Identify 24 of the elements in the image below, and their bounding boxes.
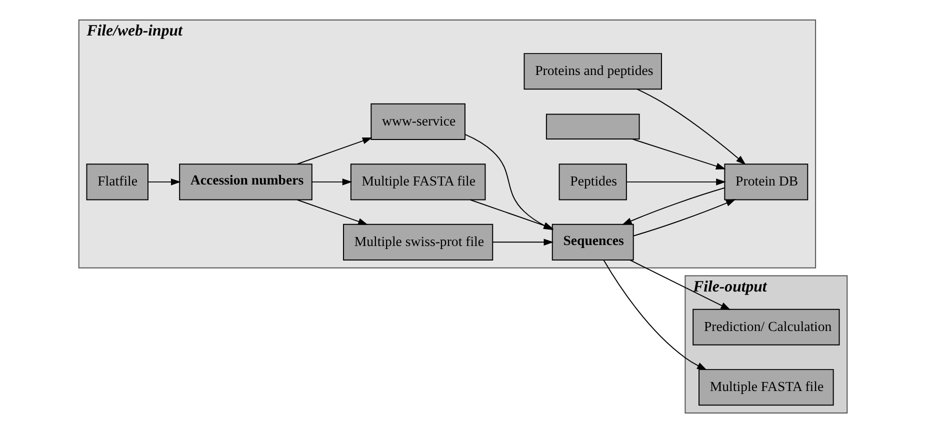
node-box: Flatfile bbox=[86, 164, 148, 200]
arrow bbox=[633, 199, 736, 236]
node-box: www-service bbox=[370, 103, 466, 140]
arrow bbox=[632, 138, 726, 170]
node-box: Accession numbers bbox=[179, 164, 312, 200]
node-box: Proteins and peptides bbox=[524, 53, 662, 90]
node-box: Multiple swiss-prot file bbox=[343, 224, 494, 260]
arrow bbox=[626, 178, 726, 186]
node-box: Multiple FASTA file bbox=[350, 164, 486, 200]
node-box: Protein DB bbox=[724, 164, 808, 200]
arrow bbox=[492, 238, 554, 246]
arrow bbox=[622, 187, 726, 225]
arrow bbox=[312, 178, 352, 186]
node-box: Multiple FASTA file bbox=[698, 369, 834, 406]
arrow bbox=[296, 199, 368, 225]
node-box: Sequences bbox=[552, 224, 634, 260]
node-box bbox=[546, 114, 640, 140]
arrow bbox=[148, 178, 181, 186]
node-box: Prediction/ Calculation bbox=[692, 308, 840, 346]
arrow bbox=[636, 88, 746, 165]
arrow bbox=[629, 259, 731, 310]
arrow bbox=[603, 260, 707, 370]
arrow bbox=[296, 138, 372, 165]
node-box: Peptides bbox=[558, 164, 627, 200]
